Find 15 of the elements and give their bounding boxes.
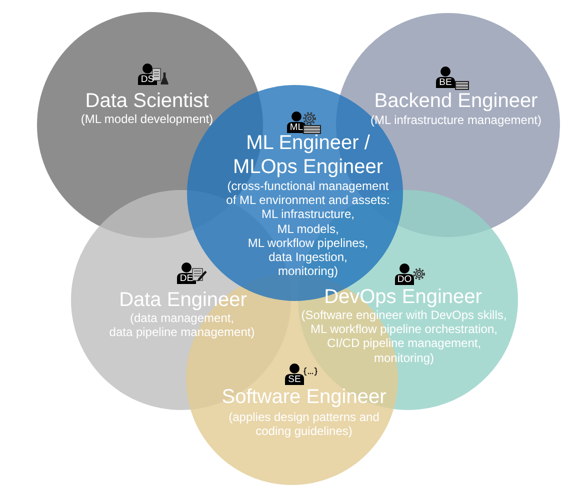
role-description: (Software engineer with DevOps skills, ML workflow pipeline orchestration, CI/CD pipeline management, monitoring) — [301, 308, 507, 365]
role-description: (ML model development) — [80, 112, 214, 126]
role-abbreviation: DE — [178, 274, 194, 284]
role-description: (cross-functional management of ML environment and assets: ML infrastructure, ML models, ML workflow pipelines, data Ingestion, monitoring) — [226, 179, 390, 278]
role-title: ML Engineer / MLOps Engineer — [232, 131, 384, 179]
role-title: Data Scientist — [85, 89, 209, 113]
role-title: Software Engineer — [222, 385, 386, 409]
role-title: Backend Engineer — [374, 89, 538, 113]
role-abbreviation: SE — [287, 375, 302, 385]
role-abbreviation: DO — [396, 275, 413, 285]
role-title: DevOps Engineer — [324, 285, 482, 309]
role-description: (applies design patterns and coding guidelines) — [228, 410, 380, 438]
role-abbreviation: DS — [140, 75, 156, 85]
role-abbreviation: BE — [438, 78, 453, 88]
role-abbreviation: ML — [288, 123, 304, 133]
